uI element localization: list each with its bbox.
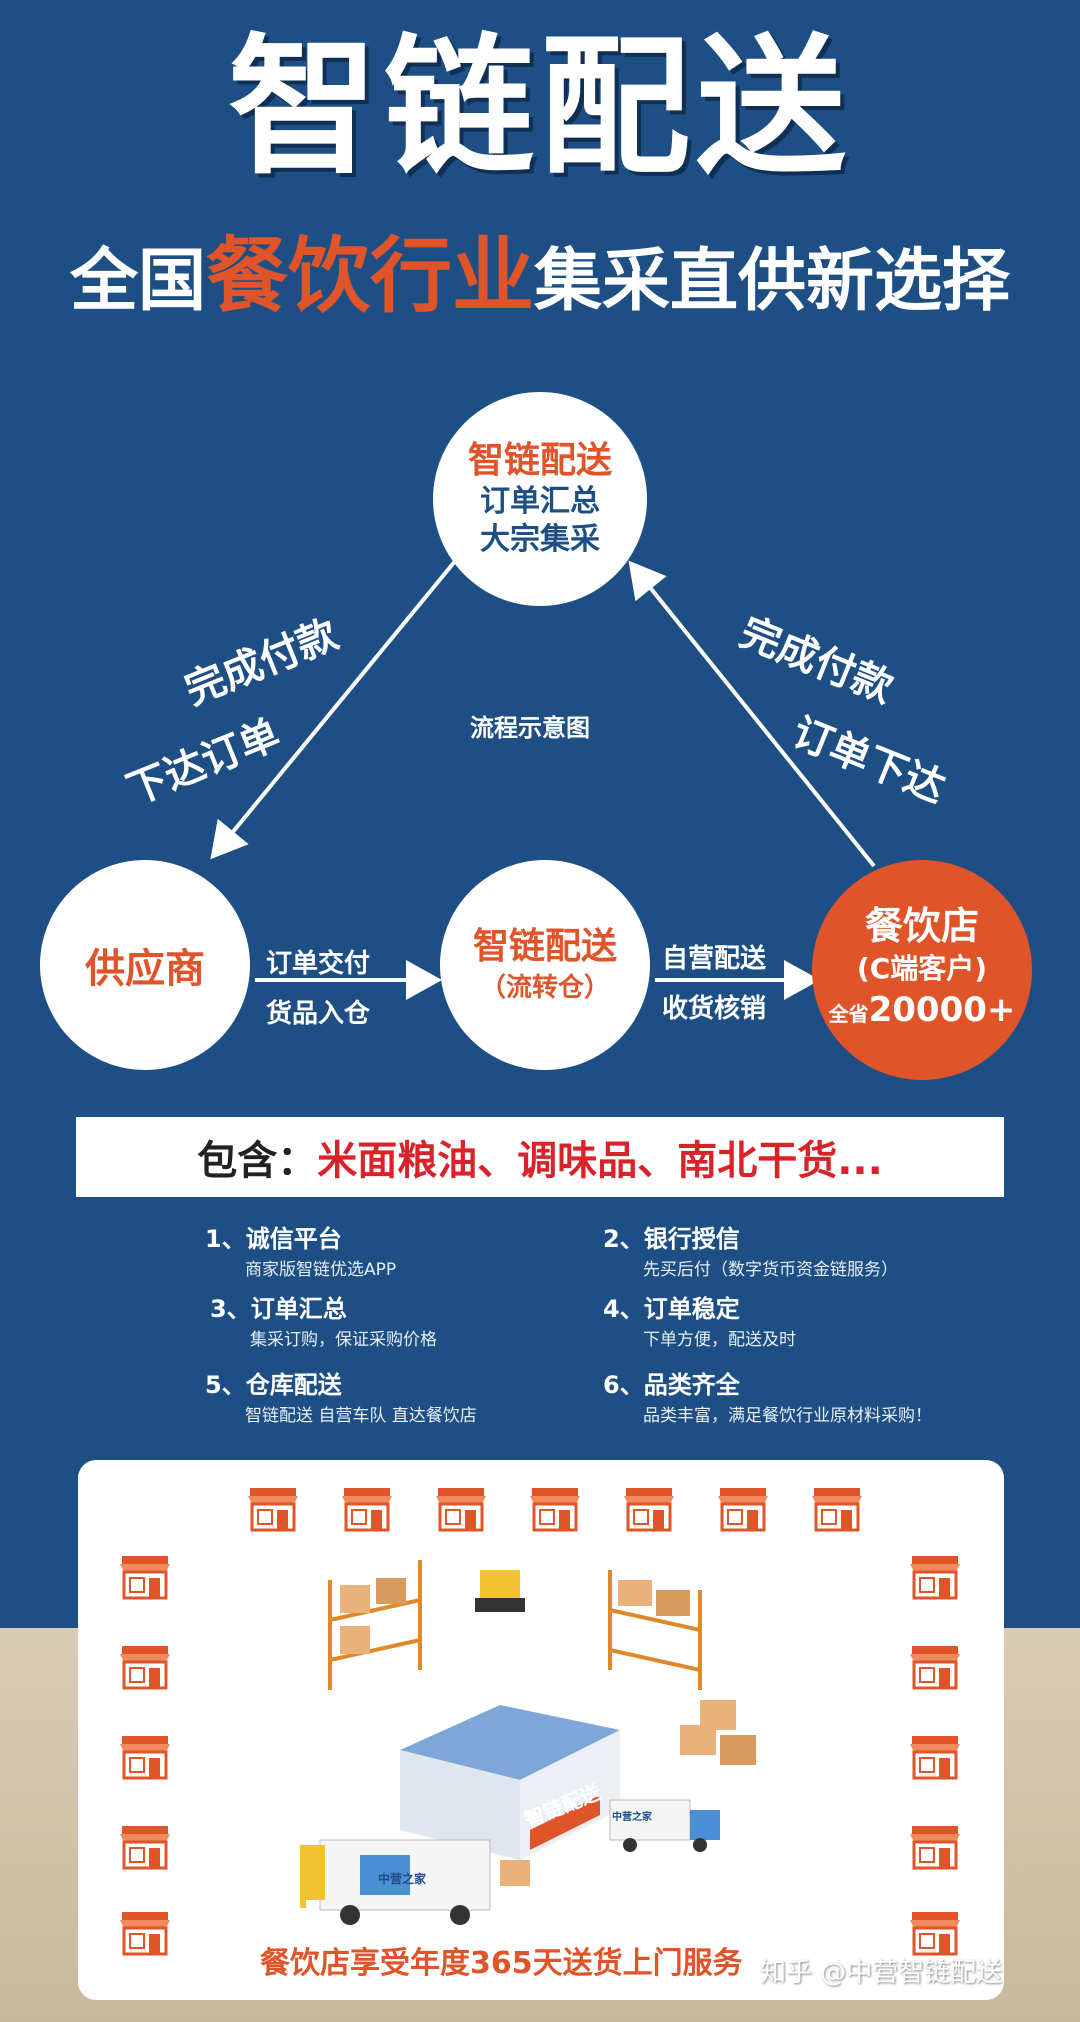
- banner-items: 米面粮油、调味品、南北干货...: [317, 1138, 883, 1184]
- feature-desc: 商家版智链优选APP: [245, 1260, 397, 1280]
- hub-subtitle: （流转仓）: [479, 973, 610, 1003]
- feature-title: 2、银行授信: [603, 1225, 740, 1253]
- feature-title: 6、品类齐全: [603, 1371, 740, 1399]
- store-icon: [118, 1644, 172, 1694]
- service-caption: 餐饮店享受年度365天送货上门服务: [260, 1946, 743, 1981]
- supplier-to-hub-text: 订单交付 货品入仓: [266, 945, 370, 1033]
- top-node-line3: 大宗集采: [480, 522, 600, 557]
- feature-4: 4、订单稳定 下单方便，配送及时: [603, 1292, 796, 1354]
- feature-title: 3、订单汇总: [210, 1295, 347, 1323]
- top-node-line2: 订单汇总: [480, 484, 600, 519]
- feature-title: 5、仓库配送: [205, 1371, 342, 1399]
- node-zhilian-top: 智链配送 订单汇总 大宗集采: [433, 392, 647, 606]
- store-icon: [908, 1910, 962, 1960]
- store-icon: [908, 1644, 962, 1694]
- top-node-title: 智链配送: [467, 440, 612, 481]
- feature-desc: 下单方便，配送及时: [643, 1330, 796, 1350]
- feature-desc: 集采订购，保证采购价格: [250, 1330, 437, 1350]
- store-icon: [908, 1824, 962, 1874]
- supplier-to-hub-line2: 货品入仓: [266, 999, 371, 1029]
- arrow-restaurant-to-top: [628, 560, 876, 868]
- feature-desc: 先买后付（数字货币资金链服务）: [643, 1260, 898, 1280]
- restaurant-count: 全省20000+: [829, 988, 1016, 1038]
- hub-to-restaurant-text: 自营配送 收货核销: [662, 940, 766, 1028]
- banner-prefix: 包含：: [197, 1138, 318, 1184]
- restaurant-subtitle: (C端客户): [856, 952, 988, 985]
- store-icon: [908, 1554, 962, 1604]
- feature-3: 3、订单汇总 集采订购，保证采购价格: [210, 1292, 437, 1354]
- store-icon: [118, 1734, 172, 1784]
- feature-6: 6、品类齐全 品类丰富，满足餐饮行业原材料采购！: [603, 1368, 932, 1430]
- restaurant-count-prefix: 全省: [828, 1002, 869, 1026]
- store-icon: [908, 1734, 962, 1784]
- node-supplier: 供应商: [40, 860, 250, 1070]
- watermark: 知乎 @中营智链配送: [760, 1958, 1003, 1988]
- page-title: 智链配送: [227, 21, 852, 195]
- arrow-top-to-supplier: [210, 558, 458, 860]
- flow-arrows: [210, 558, 876, 1000]
- feature-5: 5、仓库配送 智链配送 自营车队 直达餐饮店: [205, 1368, 477, 1430]
- truck-logo-right: 中营之家: [612, 1812, 652, 1823]
- subtitle-pre: 全国: [69, 242, 206, 321]
- truck-logo: 中营之家: [378, 1872, 427, 1886]
- node-hub-warehouse: 智链配送 （流转仓）: [440, 860, 650, 1070]
- store-icon: [810, 1486, 864, 1536]
- store-icon: [246, 1486, 300, 1536]
- node-restaurant: 餐饮店 (C端客户) 全省20000+: [812, 860, 1032, 1080]
- flow-diagram-label: 流程示意图: [470, 714, 590, 742]
- feature-2: 2、银行授信 先买后付（数字货币资金链服务）: [603, 1222, 898, 1284]
- store-icon: [340, 1486, 394, 1536]
- subtitle-highlight: 餐饮行业: [205, 229, 534, 324]
- store-icon: [118, 1824, 172, 1874]
- categories-banner: 包含：米面粮油、调味品、南北干货...: [76, 1117, 1004, 1197]
- subtitle-post: 集采直供新选择: [534, 242, 1011, 321]
- shelf-right: [608, 1570, 702, 1690]
- page-subtitle: 全国餐饮行业集采直供新选择: [0, 232, 1080, 327]
- restaurant-title: 餐饮店: [864, 904, 979, 948]
- feature-desc: 品类丰富，满足餐饮行业原材料采购！: [643, 1406, 932, 1426]
- supplier-label: 供应商: [85, 946, 205, 992]
- feature-title: 1、诚信平台: [205, 1225, 342, 1253]
- hub-to-restaurant-line1: 自营配送: [662, 944, 767, 974]
- hub-title: 智链配送: [472, 926, 617, 967]
- store-icon: [716, 1486, 770, 1536]
- store-icon: [118, 1910, 172, 1960]
- store-icon: [434, 1486, 488, 1536]
- store-icon: [528, 1486, 582, 1536]
- warehouse-illustration: [300, 1560, 756, 1925]
- store-icon: [118, 1554, 172, 1604]
- restaurant-count-value: 20000+: [868, 990, 1016, 1030]
- feature-desc: 智链配送 自营车队 直达餐饮店: [245, 1406, 477, 1426]
- supplier-to-hub-line1: 订单交付: [266, 949, 371, 979]
- shelf-left: [328, 1560, 422, 1690]
- feature-title: 4、订单稳定: [603, 1295, 740, 1323]
- feature-1: 1、诚信平台 商家版智链优选APP: [205, 1222, 396, 1284]
- store-icon: [622, 1486, 676, 1536]
- hub-to-restaurant-line2: 收货核销: [662, 994, 767, 1024]
